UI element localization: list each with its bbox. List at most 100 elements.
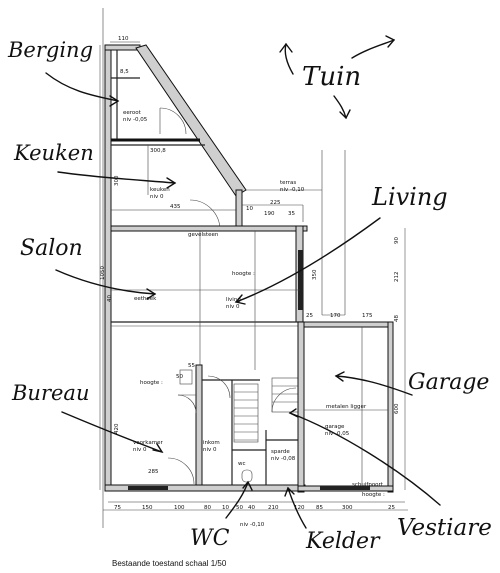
bureau-bottom-door bbox=[167, 457, 195, 485]
dim-48: 48 bbox=[394, 315, 400, 322]
label-keuken: keuken bbox=[150, 187, 170, 193]
berging-top-wall bbox=[104, 44, 141, 51]
dim-b-80: 80 bbox=[204, 505, 211, 511]
annotation-vestiare: Vestiare bbox=[397, 515, 492, 541]
dim-212: 212 bbox=[394, 272, 400, 283]
label-metalen-ligger: metalen ligger bbox=[326, 404, 367, 410]
living-window-right bbox=[298, 250, 303, 310]
label-gevelsteen: gevelsteen bbox=[188, 232, 219, 238]
dim-b-40: 40 bbox=[248, 505, 255, 511]
arrowhead-berging bbox=[109, 95, 120, 107]
arrowhead-vestiare bbox=[288, 408, 299, 418]
annotation-keuken: Keuken bbox=[13, 141, 94, 165]
dim-b-75: 75 bbox=[114, 505, 121, 511]
arrow-kelder bbox=[287, 487, 307, 529]
bureau-right-wall bbox=[195, 364, 203, 486]
dim-175: 175 bbox=[362, 313, 373, 319]
arrowhead-salon bbox=[146, 288, 157, 300]
dim-50: 50 bbox=[176, 374, 183, 380]
dim-b-300: 300 bbox=[342, 505, 353, 511]
arrowhead-tuin-up bbox=[279, 42, 293, 53]
dim-b-50: 50 bbox=[236, 505, 243, 511]
arrow-garage bbox=[335, 375, 413, 396]
garage-right-wall bbox=[387, 321, 394, 493]
arrow-living bbox=[235, 217, 381, 303]
label-terras-level: niv -0,10 bbox=[280, 187, 305, 193]
label-hoogte-garage: hoogte : bbox=[362, 492, 385, 498]
garage-left-wall bbox=[297, 321, 305, 493]
keuken-right-wall bbox=[235, 189, 243, 227]
arrowhead-keuken bbox=[166, 177, 177, 189]
dim-b-210: 210 bbox=[268, 505, 279, 511]
label-garage: garage bbox=[325, 424, 345, 430]
dim-350: 350 bbox=[312, 269, 318, 280]
label-garage-level: niv -0,05 bbox=[325, 431, 350, 437]
dim-40: 40 bbox=[107, 295, 113, 302]
wc-toilet bbox=[241, 469, 253, 483]
dim-b-10: 10 bbox=[222, 505, 229, 511]
bureau-door-arc bbox=[177, 394, 197, 414]
arrowhead-garage bbox=[334, 371, 345, 382]
arrow-salon bbox=[55, 269, 156, 295]
label-berging: eeroot bbox=[123, 110, 142, 116]
label-wc-level: niv -0,10 bbox=[240, 522, 265, 528]
keuken-door-arc bbox=[189, 199, 221, 231]
dim-10: 10 bbox=[246, 206, 253, 212]
label-bureau-hoogte: hoogte : bbox=[140, 380, 163, 386]
dim-190: 190 bbox=[264, 211, 275, 217]
label-berging-level: niv -0,05 bbox=[123, 117, 148, 123]
annotation-bureau: Bureau bbox=[11, 381, 89, 405]
label-terras: terras bbox=[280, 180, 296, 186]
label-keuken-level: niv 0 bbox=[150, 194, 164, 200]
arrowhead-bureau bbox=[152, 443, 164, 454]
arrow-keuken bbox=[57, 171, 176, 184]
label-inkom-level: niv 0 bbox=[203, 447, 217, 453]
chimney-block bbox=[179, 369, 193, 385]
dim-300-8: 300,8 bbox=[150, 148, 166, 154]
arrow-wc bbox=[225, 481, 249, 519]
dim-25: 25 bbox=[306, 313, 313, 319]
arrowhead-wc bbox=[242, 480, 253, 491]
dim-b-85: 85 bbox=[316, 505, 323, 511]
arrowhead-kelder bbox=[284, 486, 295, 497]
diagonal-wall bbox=[135, 44, 247, 197]
garage-top-wall bbox=[302, 321, 394, 328]
arrow-bureau bbox=[61, 411, 163, 453]
dim-300: 300 bbox=[114, 175, 120, 186]
dim-435: 435 bbox=[170, 204, 181, 210]
annotation-berging: Berging bbox=[7, 38, 93, 62]
arrowhead-tuin-down bbox=[339, 109, 351, 120]
dim-b-120: 120 bbox=[294, 505, 305, 511]
annotation-salon: Salon bbox=[20, 236, 83, 261]
dim-b-25: 25 bbox=[388, 505, 395, 511]
label-wc: wc bbox=[238, 461, 246, 467]
arrow-tuin-right bbox=[351, 39, 395, 59]
dim-55: 55 bbox=[188, 363, 195, 369]
label-living-level: niv 0 bbox=[226, 304, 240, 310]
arrow-tuin-up bbox=[284, 43, 294, 75]
label-kelder-level: niv -0,08 bbox=[271, 456, 296, 462]
main-top-wall bbox=[110, 225, 308, 232]
dim-1050: 1050 bbox=[100, 266, 106, 280]
garage-door bbox=[320, 486, 370, 490]
label-living-hoogte: hoogte : bbox=[232, 271, 255, 277]
annotation-garage: Garage bbox=[408, 370, 489, 395]
dim-8-5: 8,5 bbox=[120, 69, 129, 75]
dim-35: 35 bbox=[288, 211, 295, 217]
dim-285: 285 bbox=[148, 469, 159, 475]
dim-600: 600 bbox=[394, 403, 400, 414]
dim-top-110: 110 bbox=[118, 36, 129, 42]
annotation-tuin: Tuin bbox=[302, 62, 361, 92]
label-inkom: inkom bbox=[203, 440, 220, 446]
front-window bbox=[128, 486, 168, 490]
label-schuifpoort: schuifpoort bbox=[352, 482, 384, 488]
dim-225: 225 bbox=[270, 200, 281, 206]
berging-door bbox=[159, 107, 187, 135]
arrowhead-tuin-right bbox=[385, 35, 396, 48]
label-living: living bbox=[226, 297, 241, 303]
stairs bbox=[233, 383, 259, 443]
arrow-vestiare bbox=[289, 412, 441, 506]
annotation-kelder: Kelder bbox=[305, 529, 381, 554]
dim-90: 90 bbox=[394, 237, 400, 244]
